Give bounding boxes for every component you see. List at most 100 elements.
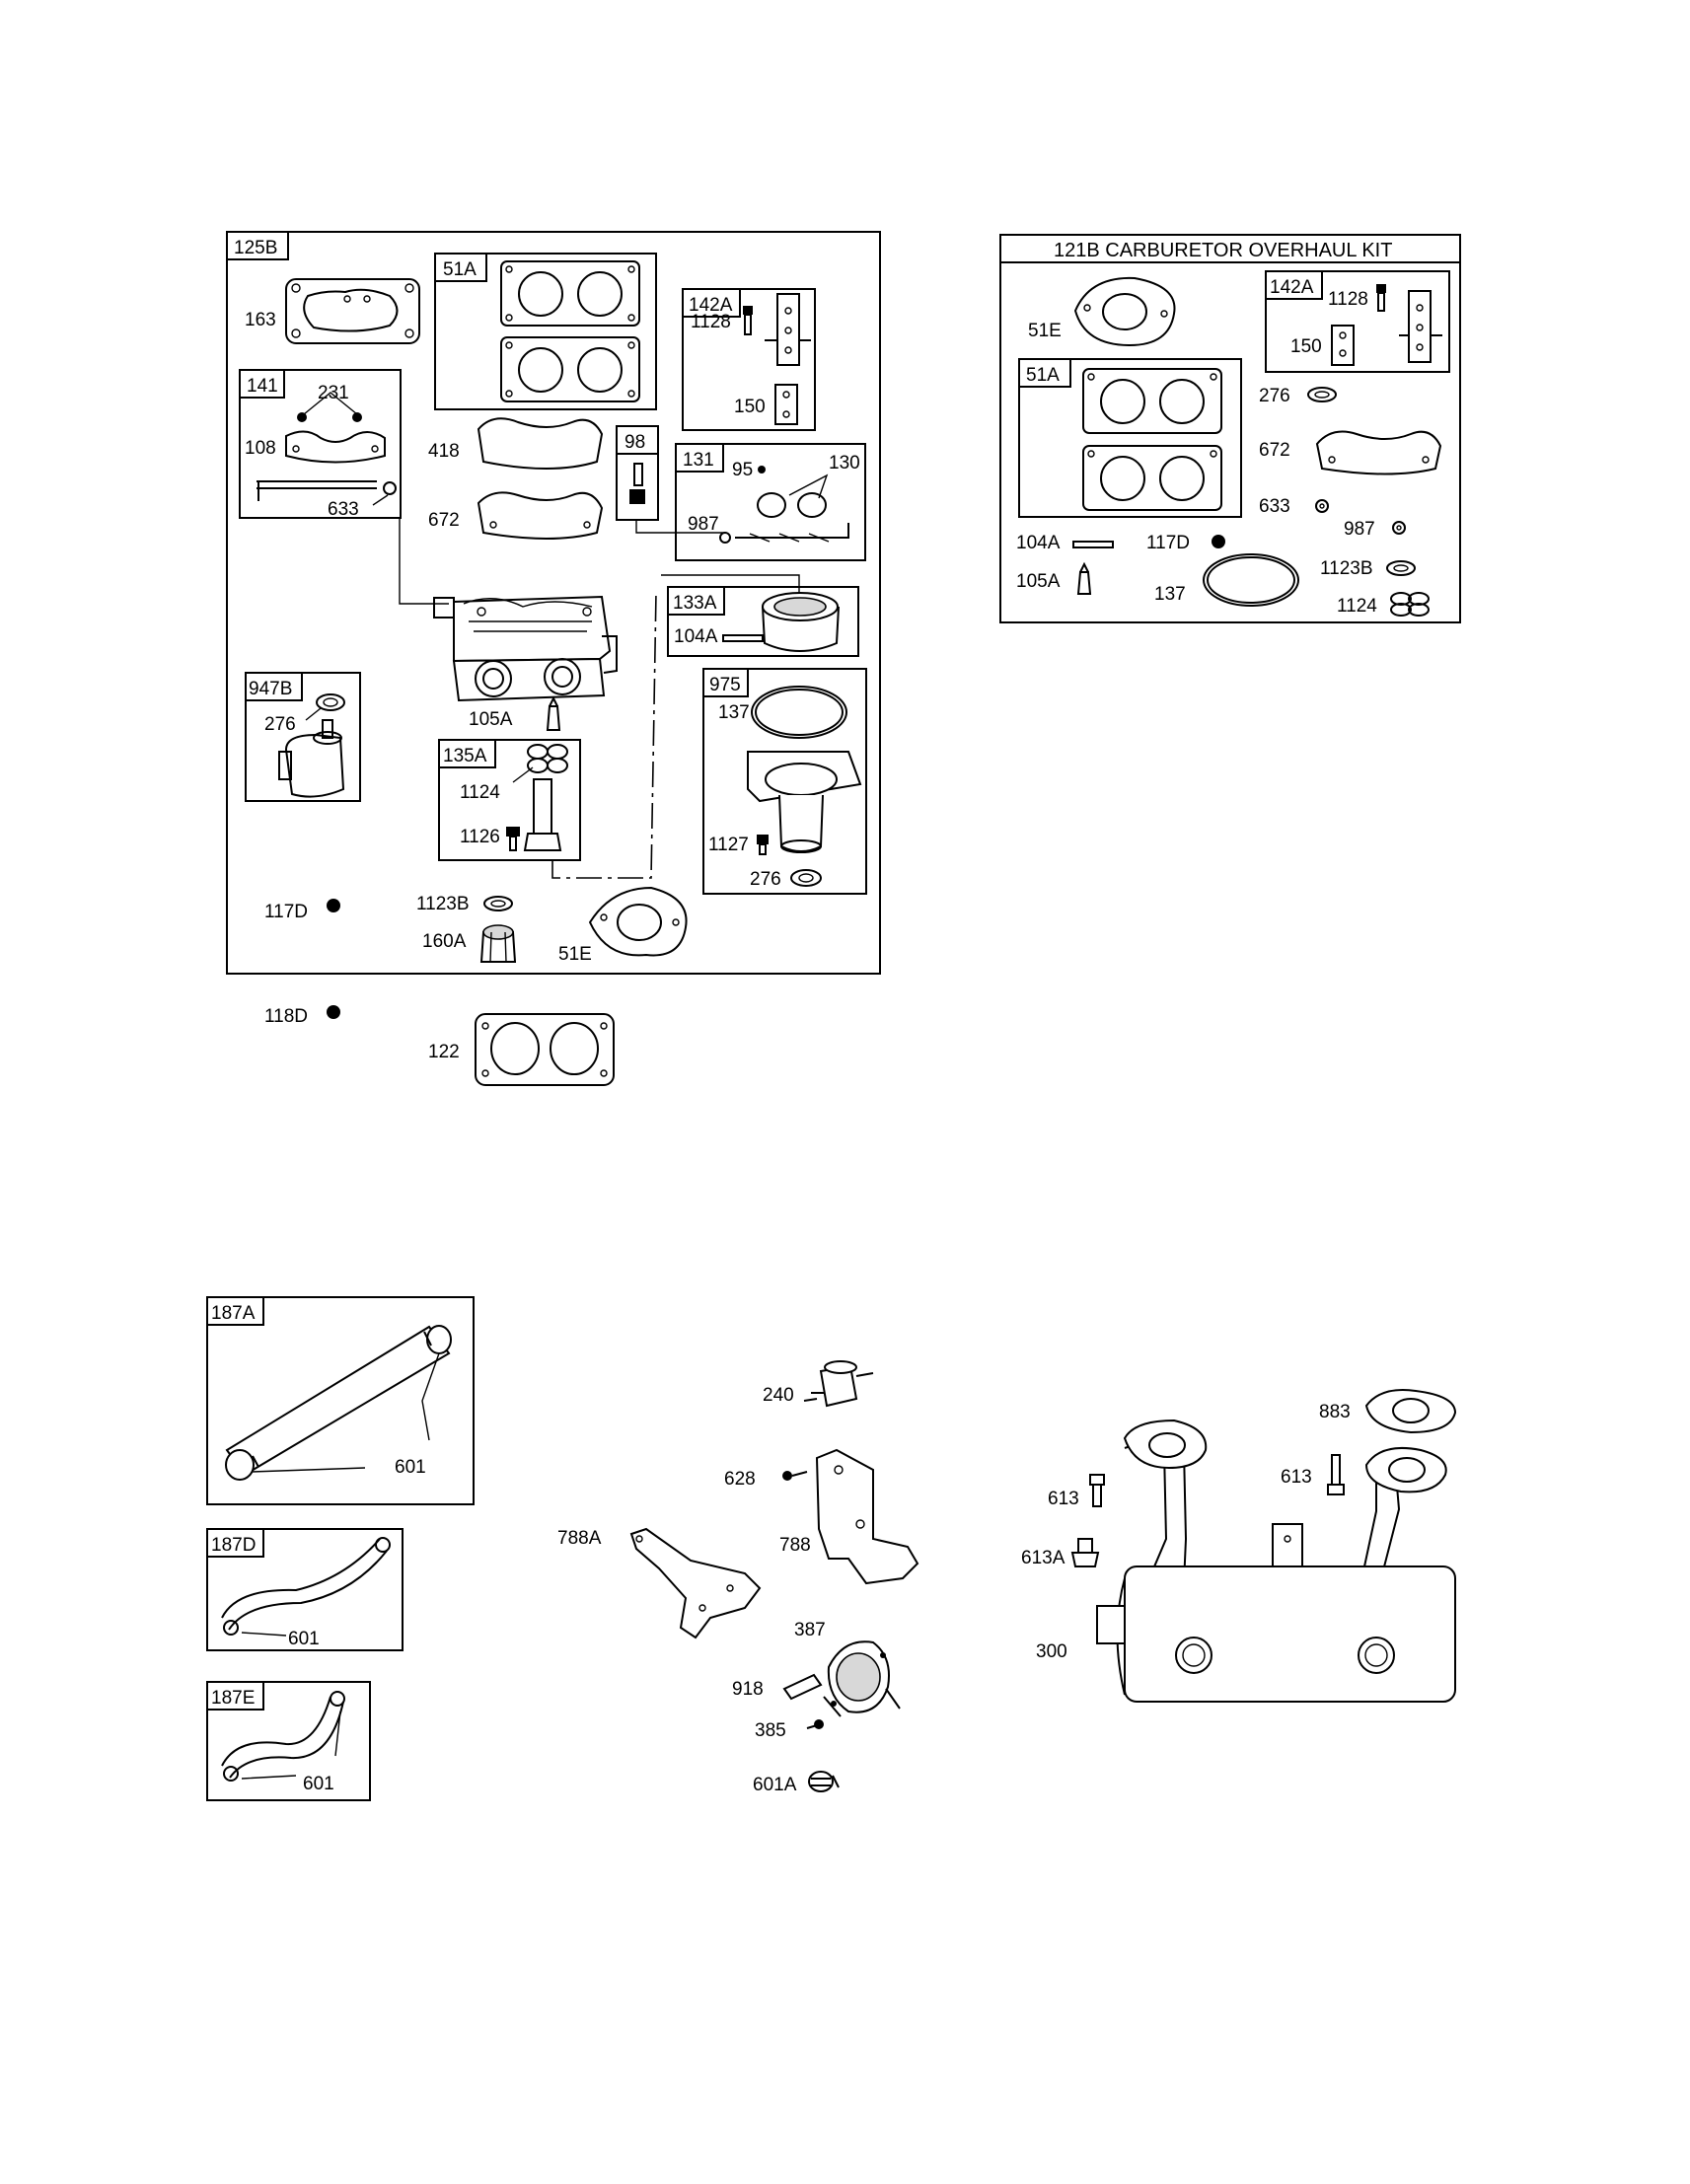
part-51E-gasket (588, 886, 688, 957)
part-label-1127: 1127 (708, 835, 749, 855)
kit-group-51A-label: 51A (1026, 365, 1060, 386)
part-276-washer-b (790, 869, 822, 887)
kit-part-150-plate (1331, 325, 1355, 366)
kit-part-label-276: 276 (1259, 386, 1290, 406)
kit-part-142A-plate (1399, 290, 1442, 363)
kit-group-142A-label: 142A (1270, 277, 1314, 298)
group-131-label: 131 (683, 450, 714, 471)
group-141-label: 141 (247, 376, 278, 397)
part-788-bracket (815, 1448, 919, 1585)
part-label-105A: 105A (469, 709, 513, 730)
group-187E-label: 187E (211, 1688, 255, 1709)
part-672-plate (477, 491, 604, 540)
part-label-163: 163 (245, 310, 276, 330)
part-label-987: 987 (688, 514, 719, 535)
part-label-150: 150 (734, 397, 766, 417)
kit-part-104A-pin (1072, 541, 1114, 548)
part-918-hose (782, 1673, 823, 1701)
group-125B-label: 125B (234, 238, 277, 258)
part-51A-gaskets (500, 260, 640, 402)
part-label-613-a: 613 (1048, 1489, 1079, 1509)
group-187D-label: 187D (211, 1535, 256, 1556)
part-633-washer (372, 481, 397, 506)
kit-part-label-137: 137 (1154, 584, 1186, 605)
part-label-276-b: 276 (750, 869, 781, 890)
group-125B-frame (226, 231, 881, 975)
kit-121B-title: 121B CARBURETOR OVERHAUL KIT (1054, 240, 1392, 261)
kit-part-label-150: 150 (1290, 336, 1322, 357)
part-187E-fuel-line (221, 1691, 345, 1782)
part-label-104A: 104A (674, 626, 718, 647)
group-142A-frame (682, 288, 816, 431)
part-117D-screw (327, 899, 340, 912)
kit-part-1124-seal (1390, 592, 1430, 617)
part-601A-clamp (808, 1771, 840, 1792)
part-label-108: 108 (245, 438, 276, 459)
kit-part-276-washer (1307, 387, 1337, 402)
kit-part-label-117D: 117D (1146, 533, 1190, 553)
part-label-95: 95 (732, 460, 753, 480)
group-142A-label: 142A (689, 295, 733, 316)
kit-part-label-1124: 1124 (1337, 596, 1377, 617)
group-133A-label: 133A (673, 593, 717, 614)
part-385-screw (806, 1719, 824, 1729)
part-276-washer-a (305, 693, 345, 721)
part-label-613-b: 613 (1281, 1467, 1312, 1488)
kit-part-633-washer (1315, 499, 1329, 513)
part-label-918: 918 (732, 1679, 764, 1700)
part-150-plate (774, 384, 798, 425)
part-98-jet (629, 463, 645, 504)
part-label-628: 628 (724, 1469, 756, 1490)
part-label-601A: 601A (753, 1775, 797, 1795)
part-label-601-b: 601 (288, 1629, 320, 1649)
part-label-883: 883 (1319, 1402, 1351, 1422)
part-1123B-washer (483, 896, 513, 911)
kit-part-label-1123B: 1123B (1320, 558, 1373, 579)
part-label-122: 122 (428, 1042, 460, 1062)
part-label-240: 240 (763, 1385, 794, 1406)
kit-part-105A-needle (1076, 561, 1092, 595)
part-137-oring (751, 686, 847, 739)
part-240-fuel-filter (803, 1360, 874, 1408)
part-947B-solenoid (278, 719, 345, 798)
part-label-137: 137 (718, 702, 750, 723)
kit-part-label-672: 672 (1259, 440, 1290, 461)
part-418-plate (477, 417, 604, 470)
part-628-screw (782, 1471, 808, 1481)
part-label-601-c: 601 (303, 1774, 334, 1794)
group-947B-label: 947B (249, 679, 292, 699)
part-613-bolt-b (1327, 1454, 1345, 1495)
part-108-plate (285, 430, 386, 464)
part-label-1128: 1128 (691, 312, 731, 332)
part-1126-screw (506, 827, 520, 851)
part-label-1126: 1126 (460, 827, 500, 847)
part-label-672: 672 (428, 510, 460, 531)
kit-part-1123B-washer (1386, 560, 1416, 576)
kit-part-label-633: 633 (1259, 496, 1290, 517)
part-788A-bracket (629, 1527, 762, 1639)
kit-group-142A-frame (1265, 270, 1450, 373)
group-187A-frame (206, 1296, 475, 1505)
part-label-276-a: 276 (264, 714, 296, 735)
kit-part-137-oring (1203, 553, 1299, 607)
part-135A-tube (523, 778, 562, 851)
part-133A-choke (762, 592, 840, 652)
part-label-1124: 1124 (460, 782, 500, 803)
kit-part-117D-screw (1212, 535, 1225, 548)
part-104A-pin (722, 634, 764, 642)
kit-part-672-plate (1315, 430, 1442, 475)
part-163-gasket (285, 278, 420, 344)
group-135A-frame (438, 739, 581, 861)
part-613A-bolt (1070, 1538, 1100, 1567)
part-613-bolt-a (1089, 1474, 1105, 1507)
kit-part-51A-gaskets (1082, 368, 1222, 511)
part-label-633: 633 (328, 499, 359, 520)
group-975-frame (702, 668, 867, 895)
part-300-muffler (1096, 1419, 1456, 1703)
kit-part-label-1128: 1128 (1328, 289, 1368, 310)
group-187E-frame (206, 1681, 371, 1801)
group-187D-frame (206, 1528, 404, 1651)
group-975-label: 975 (709, 675, 741, 695)
part-label-788: 788 (779, 1535, 811, 1556)
